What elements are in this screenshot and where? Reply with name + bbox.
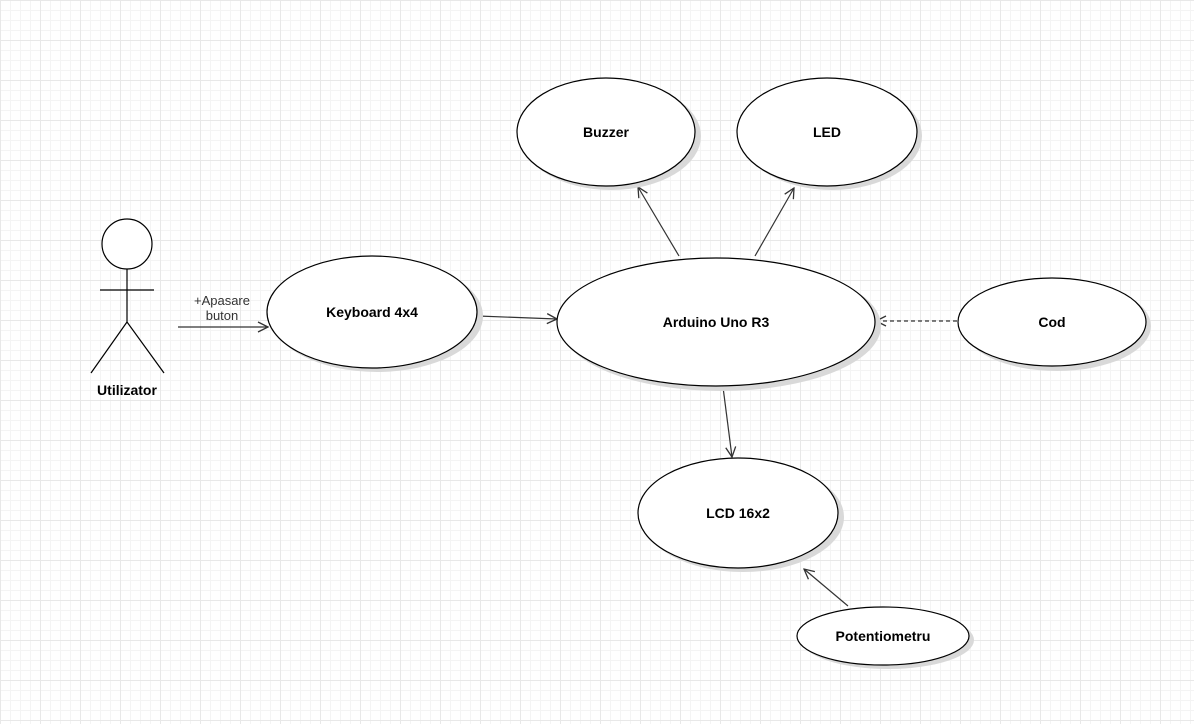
edge-arduino-to-buzzer — [638, 187, 680, 257]
usecase-keyboard-label: Keyboard 4x4 — [326, 304, 418, 320]
usecase-lcd[interactable]: LCD 16x2 — [637, 457, 844, 572]
edges — [178, 187, 957, 607]
usecase-lcd-label: LCD 16x2 — [706, 505, 770, 521]
usecase-arduino[interactable]: Arduino Uno R3 — [556, 257, 881, 391]
usecase-led-label: LED — [813, 124, 841, 140]
usecase-cod-label: Cod — [1038, 314, 1065, 330]
edge-arduino-to-led — [754, 188, 794, 257]
edge-arduino-to-lcd — [722, 386, 732, 457]
usecase-buzzer-label: Buzzer — [583, 124, 629, 140]
stick-figure-icon — [90, 218, 165, 374]
actor-utilizator[interactable]: Utilizator — [90, 218, 165, 398]
usecase-potentiometru[interactable]: Potentiometru — [796, 606, 974, 669]
edge-label-line2: buton — [206, 308, 239, 323]
edge-potentiometru-to-lcd — [804, 569, 849, 607]
usecase-arduino-label: Arduino Uno R3 — [663, 314, 770, 330]
edge-label-apasare-buton: +Apasare buton — [194, 293, 250, 323]
edge-label-line1: +Apasare — [194, 293, 250, 308]
usecase-keyboard[interactable]: Keyboard 4x4 — [266, 255, 483, 372]
usecase-buzzer[interactable]: Buzzer — [516, 77, 701, 190]
edge-keyboard-to-arduino — [477, 316, 557, 319]
usecase-led[interactable]: LED — [736, 77, 922, 190]
usecase-potentiometru-label: Potentiometru — [836, 628, 931, 644]
usecase-cod[interactable]: Cod — [957, 277, 1151, 371]
actor-label: Utilizator — [97, 382, 157, 398]
